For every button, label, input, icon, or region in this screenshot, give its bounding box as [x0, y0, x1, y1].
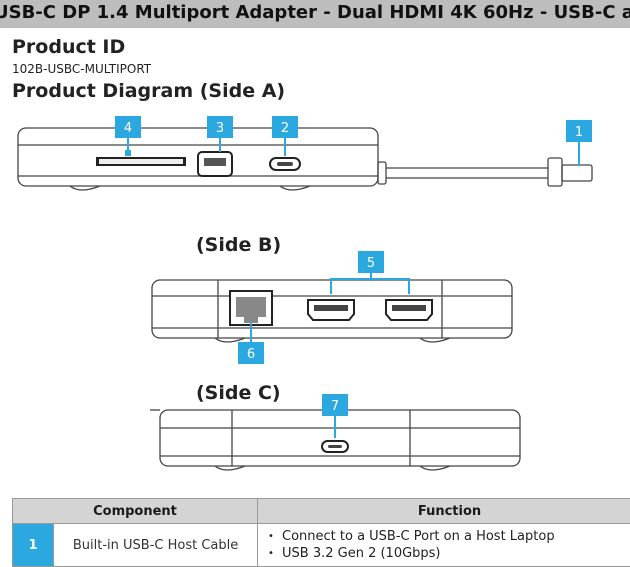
callout-1: 1 [566, 120, 592, 166]
usb-a-port [198, 152, 232, 176]
callout-3: 3 [207, 116, 233, 152]
table-row: 1 Built-in USB-C Host Cable Connect to a… [13, 524, 630, 567]
function-item: Connect to a USB-C Port on a Host Laptop [282, 529, 630, 544]
usb-c-port-side-a [270, 158, 300, 170]
sd-card-slot [96, 157, 186, 166]
callout-5: 5 [331, 251, 409, 294]
product-diagram: 4 3 2 1 5 [0, 0, 630, 500]
callout-4: 4 [115, 116, 141, 156]
component-number: 1 [13, 524, 54, 567]
callout-6: 6 [238, 323, 264, 364]
hdmi-port-2 [386, 300, 432, 320]
callout-7: 7 [322, 394, 348, 438]
function-item: USB 3.2 Gen 2 (10Gbps) [282, 546, 630, 561]
ethernet-port [230, 291, 272, 325]
callout-4-label: 4 [124, 121, 132, 136]
usb-c-port-side-c [322, 441, 348, 452]
side-b-heading: (Side B) [196, 234, 281, 256]
callout-5-label: 5 [367, 256, 375, 271]
function-header: Function [258, 499, 630, 524]
callout-3-label: 3 [216, 121, 224, 136]
callout-1-label: 1 [575, 125, 583, 140]
function-cell: Connect to a USB-C Port on a Host Laptop… [258, 524, 630, 567]
component-name: Built-in USB-C Host Cable [54, 524, 258, 567]
component-header: Component [13, 499, 258, 524]
side-c-heading: (Side C) [196, 382, 281, 404]
callout-6-label: 6 [247, 347, 255, 362]
callout-7-label: 7 [331, 399, 339, 414]
table-header-row: Component Function [13, 499, 630, 524]
hdmi-port-1 [308, 300, 354, 320]
component-table: Component Function 1 Built-in USB-C Host… [12, 498, 630, 567]
callout-2-label: 2 [281, 121, 289, 136]
callout-2: 2 [272, 116, 298, 156]
